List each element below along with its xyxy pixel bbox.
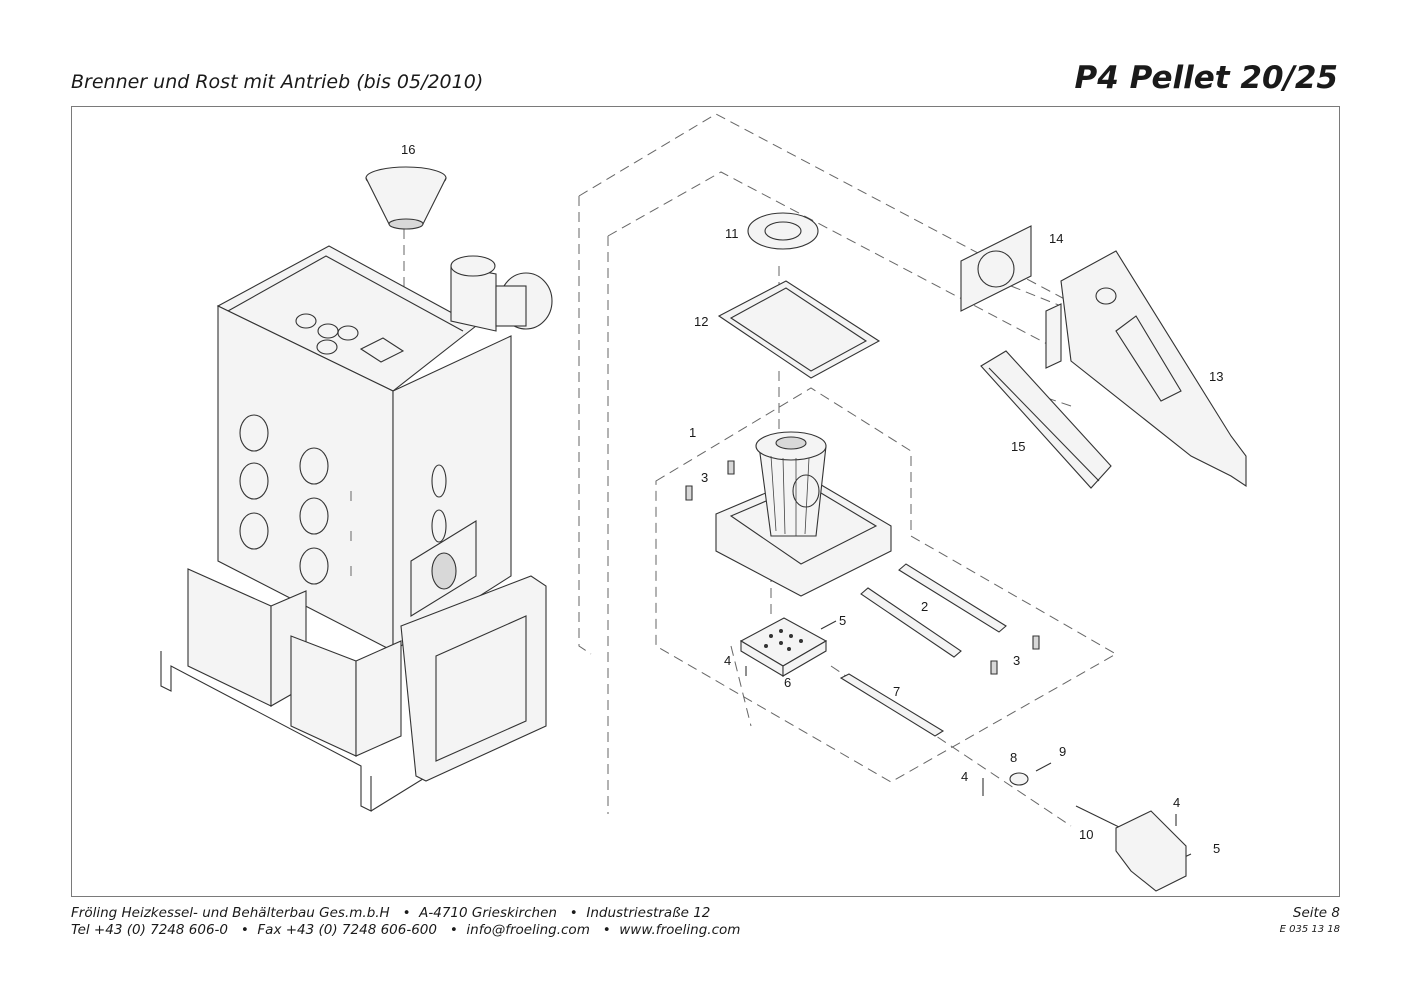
callout-2: 2 [921, 599, 928, 614]
callout-9: 9 [1059, 744, 1066, 759]
part-8-sleeve [1009, 772, 1029, 786]
callout-12: 12 [694, 314, 708, 329]
callout-5b: 5 [1213, 841, 1220, 856]
footer-contact-line: Tel +43 (0) 7248 606-0 • Fax +43 (0) 724… [71, 922, 741, 938]
assembly-outline-outer [578, 113, 1107, 655]
part-3-nozzles [685, 460, 1040, 675]
grate-assembly-outline [655, 387, 1118, 783]
callout-6: 6 [784, 675, 791, 690]
fan-motor [450, 255, 553, 332]
callout-4b: 4 [961, 769, 968, 784]
drawing-subtitle: Brenner und Rost mit Antrieb (bis 05/201… [71, 71, 484, 93]
part-12-gasket [717, 280, 881, 379]
part-7-bar [839, 673, 945, 737]
part-1-burner-pot [715, 431, 892, 597]
part-10-drive [1075, 805, 1187, 892]
callout-3b: 3 [1013, 653, 1020, 668]
part-15-channel [980, 350, 1112, 489]
callout-8: 8 [1010, 750, 1017, 765]
callout-1: 1 [689, 425, 696, 440]
drawing-frame [71, 106, 1340, 897]
part-14-plate [960, 225, 1032, 312]
part-16-funnel [365, 166, 447, 230]
footer-company-line: Fröling Heizkessel- und Behälterbau Ges.… [71, 905, 711, 921]
callout-16: 16 [401, 142, 415, 157]
product-title: P4 Pellet 20/25 [1074, 60, 1339, 96]
exploded-parts-drawing: 16 11 14 12 13 1 15 3 2 5 4 3 6 7 9 8 4 … [160, 113, 1247, 892]
callout-11: 11 [725, 226, 739, 241]
boiler-housing [216, 245, 512, 653]
part-11-ring [747, 212, 819, 250]
assembly-outline-inner [607, 171, 1052, 814]
part-13-chute [1045, 250, 1247, 488]
part-6-grate [739, 617, 828, 677]
part-4-pins [745, 666, 1177, 826]
callout-7: 7 [893, 684, 900, 699]
document-number: E 035 13 18 [1279, 924, 1340, 935]
callout-3a: 3 [701, 470, 708, 485]
callout-4c: 4 [1173, 795, 1180, 810]
part-2-rods [860, 563, 1007, 658]
callout-13: 13 [1209, 369, 1223, 384]
boiler-base [160, 568, 542, 812]
callout-4a: 4 [724, 653, 731, 668]
callout-10: 10 [1079, 827, 1093, 842]
part-9-screw [1035, 762, 1052, 772]
burner-flange [400, 520, 547, 782]
callout-15: 15 [1011, 439, 1025, 454]
callout-labels: 16 11 14 12 13 1 15 3 2 5 4 3 6 7 9 8 4 … [401, 142, 1223, 856]
page-number: Seite 8 [1292, 905, 1340, 921]
callout-14: 14 [1049, 231, 1063, 246]
callout-5a: 5 [839, 613, 846, 628]
